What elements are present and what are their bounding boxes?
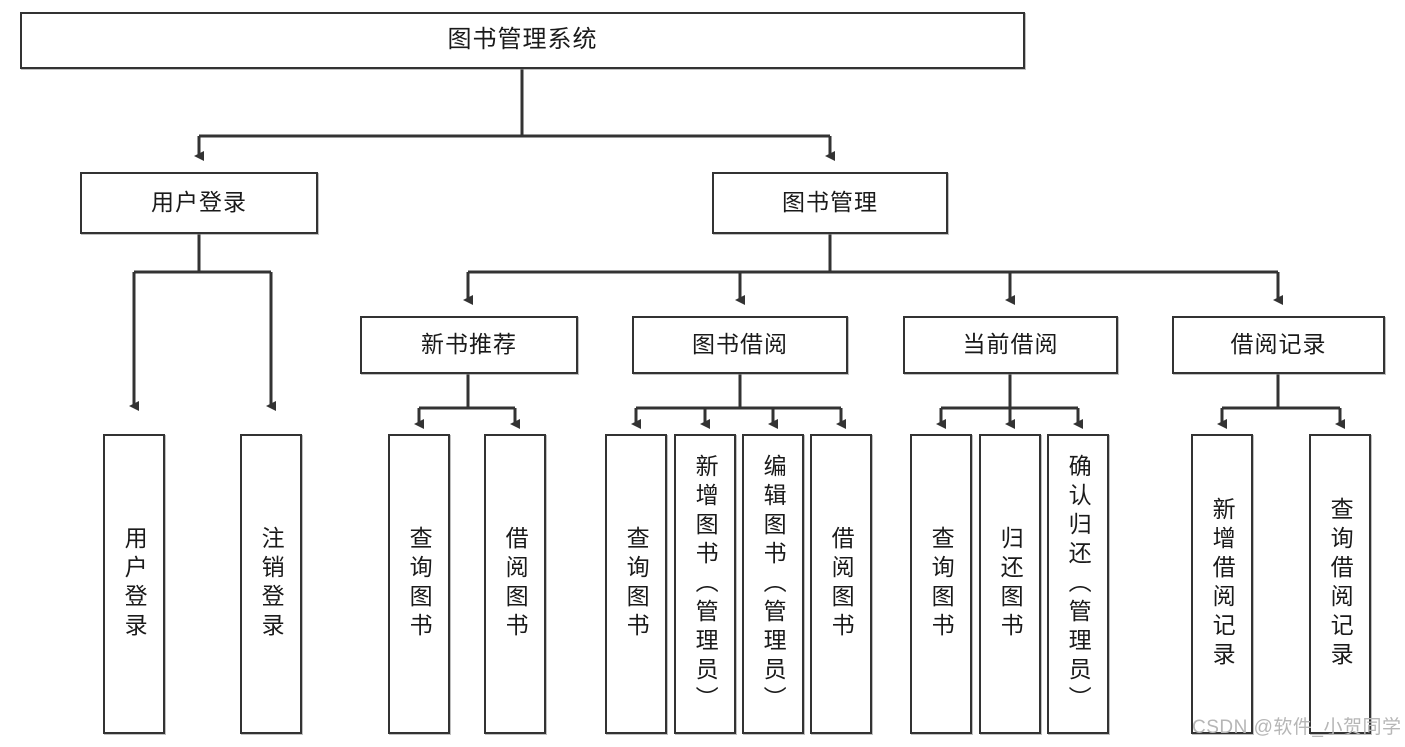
node-leaf-borrow-book-2[interactable]: 借阅图书 [810, 434, 872, 734]
node-borrow-record[interactable]: 借阅记录 [1172, 316, 1385, 374]
node-leaf-logout-login-label: 注销登录 [258, 526, 285, 642]
node-leaf-user-login[interactable]: 用户登录 [103, 434, 165, 734]
node-leaf-add-record-label: 新增借阅记录 [1209, 497, 1236, 671]
node-leaf-logout-login[interactable]: 注销登录 [240, 434, 302, 734]
node-leaf-add-book[interactable]: 新增图书（管理员） [674, 434, 736, 734]
node-leaf-query-book-2-label: 查询图书 [623, 526, 650, 642]
node-root-label: 图书管理系统 [447, 26, 598, 54]
node-leaf-query-book-1-label: 查询图书 [406, 526, 433, 642]
node-leaf-return-book[interactable]: 归还图书 [979, 434, 1041, 734]
node-borrow-record-label: 借阅记录 [1230, 331, 1327, 358]
csdn-watermark: CSDN @软件_小贺同学 [1192, 717, 1402, 738]
node-leaf-add-record[interactable]: 新增借阅记录 [1191, 434, 1253, 734]
node-leaf-borrow-book-2-label: 借阅图书 [828, 526, 855, 642]
node-leaf-query-record-label: 查询借阅记录 [1327, 497, 1354, 671]
node-leaf-borrow-book-1[interactable]: 借阅图书 [484, 434, 546, 734]
node-new-book-recommend[interactable]: 新书推荐 [360, 316, 578, 374]
node-leaf-user-login-label: 用户登录 [121, 526, 148, 642]
node-leaf-query-book-3-label: 查询图书 [928, 526, 955, 642]
node-book-manage[interactable]: 图书管理 [712, 172, 948, 234]
node-current-borrow-label: 当前借阅 [962, 331, 1059, 358]
node-leaf-query-book-2[interactable]: 查询图书 [605, 434, 667, 734]
node-root[interactable]: 图书管理系统 [20, 12, 1025, 69]
node-leaf-query-book-1[interactable]: 查询图书 [388, 434, 450, 734]
node-user-login[interactable]: 用户登录 [80, 172, 318, 234]
node-leaf-edit-book-label: 编辑图书（管理员） [760, 453, 787, 715]
node-book-borrow-label: 图书借阅 [692, 331, 788, 358]
node-leaf-confirm-return[interactable]: 确认归还（管理员） [1047, 434, 1109, 734]
node-current-borrow[interactable]: 当前借阅 [903, 316, 1118, 374]
node-leaf-query-record[interactable]: 查询借阅记录 [1309, 434, 1371, 734]
node-leaf-confirm-return-label: 确认归还（管理员） [1065, 453, 1092, 715]
node-user-login-label: 用户登录 [151, 189, 247, 216]
node-leaf-return-book-label: 归还图书 [997, 526, 1024, 642]
node-leaf-borrow-book-1-label: 借阅图书 [502, 526, 529, 642]
node-book-manage-label: 图书管理 [782, 189, 878, 216]
node-leaf-query-book-3[interactable]: 查询图书 [910, 434, 972, 734]
node-new-book-recommend-label: 新书推荐 [421, 331, 517, 358]
node-book-borrow[interactable]: 图书借阅 [632, 316, 848, 374]
node-leaf-add-book-label: 新增图书（管理员） [692, 453, 719, 715]
node-leaf-edit-book[interactable]: 编辑图书（管理员） [742, 434, 804, 734]
